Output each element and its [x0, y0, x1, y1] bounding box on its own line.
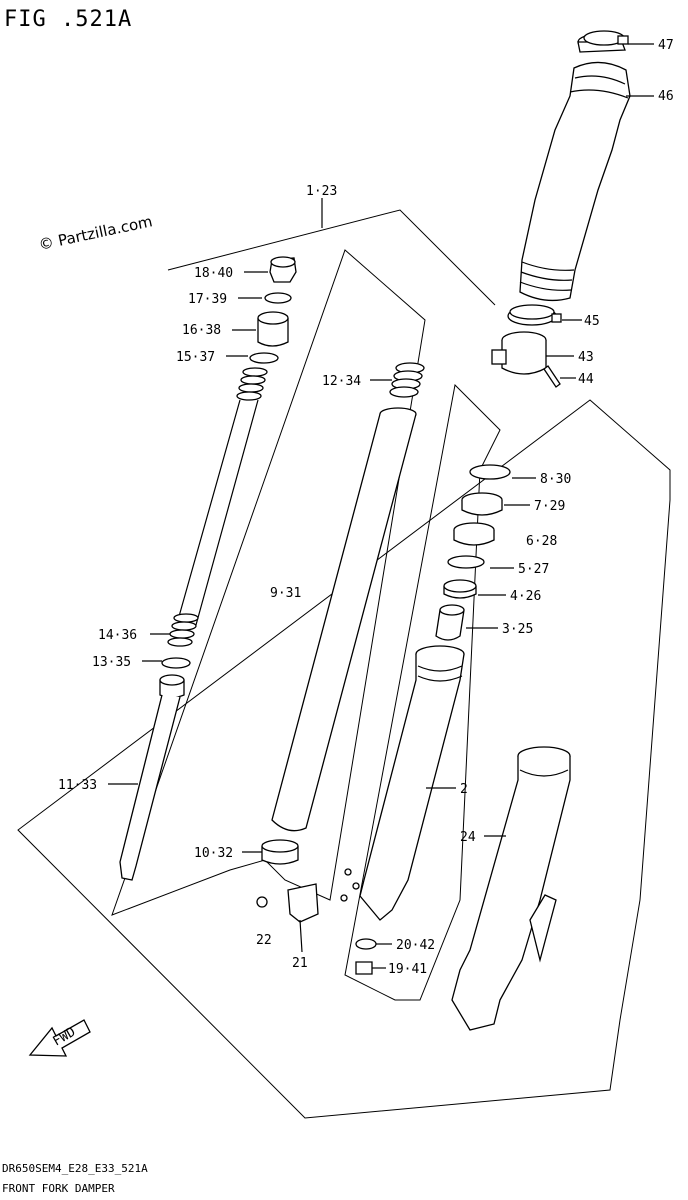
- callout-8-30: 8·30: [540, 472, 571, 487]
- callout-45: 45: [584, 314, 600, 329]
- cartridge-boundary: [111, 249, 426, 916]
- callout-11-33: 11·33: [58, 778, 97, 793]
- spacer-16[interactable]: [257, 311, 289, 347]
- guide-bushing-10[interactable]: [261, 839, 299, 865]
- spring-14[interactable]: [167, 613, 199, 647]
- callout-22: 22: [256, 933, 272, 948]
- inner-tube[interactable]: [271, 407, 417, 832]
- callout-5-27: 5·27: [518, 562, 549, 577]
- fork-clamp-bracket[interactable]: [491, 331, 547, 375]
- callout-47: 47: [658, 38, 674, 53]
- boot-clamp-top[interactable]: [583, 30, 629, 46]
- spring-12[interactable]: [389, 362, 425, 398]
- washer-5[interactable]: [447, 555, 485, 569]
- gasket-20[interactable]: [355, 938, 377, 950]
- callout-21: 21: [292, 956, 308, 971]
- callout-12-34: 12·34: [322, 374, 361, 389]
- stopper-ring-7[interactable]: [461, 492, 503, 516]
- callout-10-32: 10·32: [194, 846, 233, 861]
- boot-clamp-bottom[interactable]: [507, 304, 562, 326]
- callout-9-31: 9·31: [270, 586, 301, 601]
- callout-15-37: 15·37: [176, 350, 215, 365]
- footer-code: DR650SEM4_E28_E33_521A: [2, 1162, 148, 1175]
- callout-18-40: 18·40: [194, 266, 233, 281]
- callout-46: 46: [658, 89, 674, 104]
- fork-leg-24[interactable]: [451, 746, 571, 1031]
- bracket-bolt[interactable]: [543, 365, 561, 388]
- callout-19-41: 19·41: [388, 962, 427, 977]
- assembly-boundary: [17, 209, 671, 1119]
- spring-upper[interactable]: [236, 367, 268, 401]
- fork-boot[interactable]: [519, 33, 631, 302]
- fwd-arrow-icon: FWD: [28, 1019, 91, 1057]
- callout-43: 43: [578, 350, 594, 365]
- callout-20-42: 20·42: [396, 938, 435, 953]
- leader-lines: [108, 43, 654, 969]
- callout-16-38: 16·38: [182, 323, 221, 338]
- footer-caption: FRONT FORK DAMPER: [2, 1182, 115, 1195]
- holder-nut-22[interactable]: [256, 896, 268, 908]
- callout-17-39: 17·39: [188, 292, 227, 307]
- washer-13[interactable]: [161, 657, 191, 669]
- bushing-4[interactable]: [443, 579, 477, 599]
- drain-bolt-19[interactable]: [355, 961, 373, 975]
- watermark: © Partzilla.com: [37, 212, 154, 254]
- washer-15[interactable]: [249, 352, 279, 364]
- figure-title: FIG .521A: [4, 7, 132, 32]
- outer-tube-boundary: [344, 383, 501, 1001]
- callout-13-35: 13·35: [92, 655, 131, 670]
- axle-holder-21[interactable]: [287, 883, 319, 923]
- callout-1-23: 1·23: [306, 184, 337, 199]
- o-ring-17[interactable]: [264, 292, 292, 304]
- callout-2: 2: [460, 782, 468, 797]
- callout-24: 24: [460, 830, 476, 845]
- callout-14-36: 14·36: [98, 628, 137, 643]
- callout-4-26: 4·26: [510, 589, 541, 604]
- damper-cylinder[interactable]: [119, 674, 185, 881]
- callout-7-29: 7·29: [534, 499, 565, 514]
- outer-tube[interactable]: [340, 645, 465, 921]
- damper-rod[interactable]: [177, 399, 259, 626]
- callout-44: 44: [578, 372, 594, 387]
- oil-seal-6[interactable]: [453, 522, 495, 546]
- callout-3-25: 3·25: [502, 622, 533, 637]
- dust-seal-8[interactable]: [469, 464, 511, 480]
- slide-bushing-3[interactable]: [435, 604, 465, 641]
- fork-cap-bolt[interactable]: [269, 256, 297, 283]
- callout-6-28: 6·28: [526, 534, 557, 549]
